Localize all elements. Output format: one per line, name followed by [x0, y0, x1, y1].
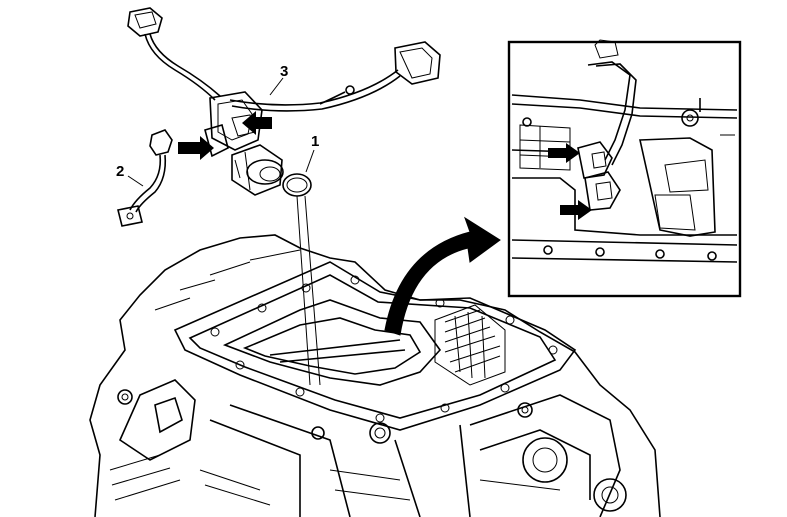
wiring-harness [127, 7, 441, 158]
transmission-case [89, 234, 661, 517]
speed-sensor-pigtail [117, 129, 173, 227]
detail-inset [507, 39, 742, 298]
valve-body-grid [434, 304, 506, 386]
leader-lines [127, 77, 321, 386]
arrow-icon [178, 136, 214, 160]
callout-3: 3 [280, 63, 288, 80]
solenoid-assembly [231, 144, 284, 196]
callout-1: 1 [311, 133, 319, 150]
arrow-icon [560, 200, 592, 220]
flange-bolts [210, 275, 558, 423]
arrow-icon [548, 143, 580, 163]
curved-arrow-icon [384, 216, 501, 336]
callout-2: 2 [116, 163, 124, 180]
arrow-icon [242, 111, 272, 135]
o-ring-seal [282, 173, 312, 197]
